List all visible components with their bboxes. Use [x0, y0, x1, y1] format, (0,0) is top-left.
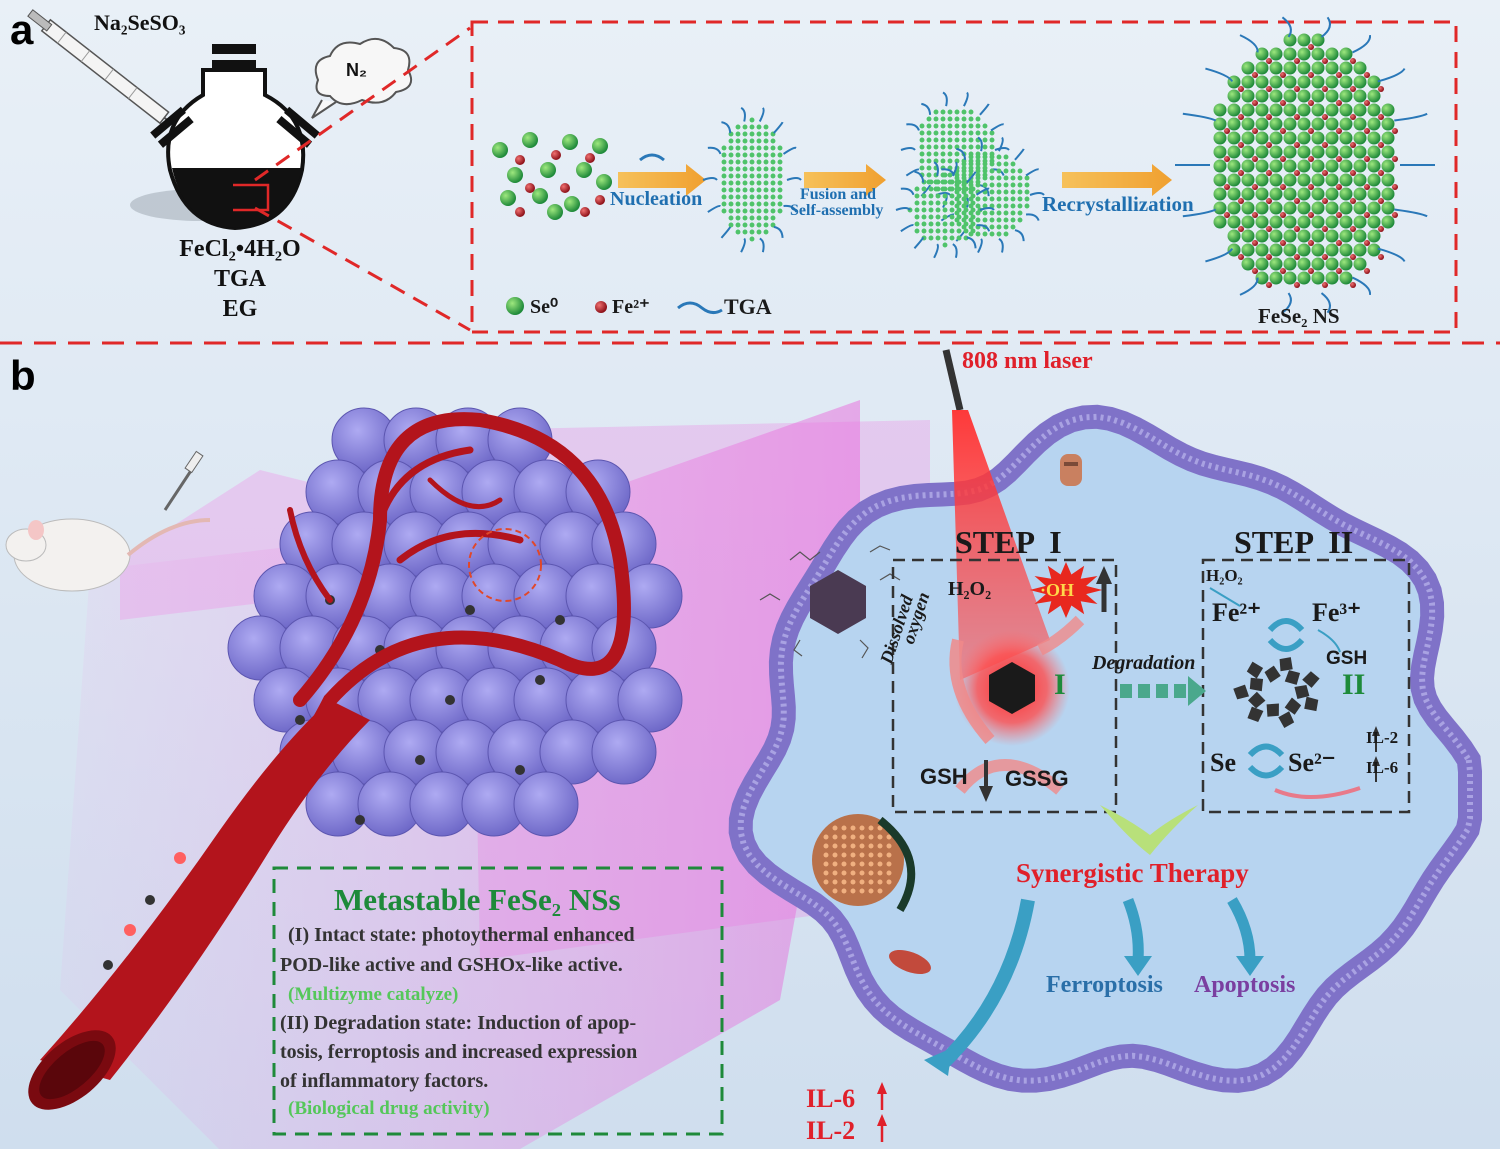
step2-roman: II: [1342, 668, 1366, 701]
info-title: Metastable FeSe₂ NSs: [334, 882, 621, 917]
apoptosis-label: Apoptosis: [1194, 972, 1296, 998]
step1-title: STEP I: [955, 524, 1062, 560]
step2-se2: Se²⁻: [1288, 748, 1336, 777]
ferroptosis-label: Ferroptosis: [1046, 972, 1163, 998]
step2-se: Se: [1210, 748, 1236, 777]
step2-title: STEP II: [1234, 524, 1354, 560]
info-line-7: (Biological drug activity): [288, 1098, 490, 1119]
info-line-4: (II) Degradation state: Induction of apo…: [280, 1012, 637, 1034]
panel-a-label: a: [10, 6, 34, 53]
flask-reagent-2: TGA: [213, 266, 266, 292]
il6-out-label: IL-6: [806, 1084, 856, 1113]
panel-b-label: b: [10, 352, 36, 399]
laser-label: 808 nm laser: [962, 348, 1093, 374]
info-line-5: tosis, ferroptosis and increased express…: [280, 1041, 638, 1063]
info-line-2: POD-like active and GSHOx-like active.: [280, 954, 623, 976]
step2-fe3: Fe³⁺: [1312, 598, 1361, 627]
step1-gsh: GSH: [920, 764, 968, 789]
step2-fe2: Fe²⁺: [1212, 598, 1261, 627]
gas-label: N₂: [346, 60, 367, 80]
info-line-6: of inflammatory factors.: [280, 1070, 489, 1092]
step1-h2o2: H₂O₂: [948, 578, 992, 600]
step2-h2o2: H₂O₂: [1206, 566, 1243, 585]
il2-out-label: IL-2: [806, 1116, 856, 1145]
legend-se: Se⁰: [530, 296, 559, 318]
step2-il6: IL-6: [1366, 758, 1399, 777]
product-label: FeSe₂ NS: [1258, 304, 1340, 328]
recrystallization-label: Recrystallization: [1042, 192, 1194, 216]
syringe-reagent: Na₂SeSO₃: [94, 10, 186, 35]
step1-roman: I: [1054, 668, 1066, 701]
step2-il2: IL-2: [1366, 728, 1399, 747]
step1-oh: ·OH: [1040, 580, 1075, 600]
info-box: Metastable FeSe₂ NSs (I) Intact state: p…: [272, 866, 722, 1134]
legend-tga: TGA: [724, 294, 772, 319]
legend-fe: Fe²⁺: [612, 296, 650, 318]
step1-gssg: GSSG: [1005, 766, 1069, 791]
degradation-label: Degradation: [1092, 652, 1196, 674]
info-line-3: (Multizyme catalyze): [288, 984, 459, 1005]
synergistic-label: Synergistic Therapy: [1016, 858, 1249, 888]
nucleation-label: Nucleation: [610, 188, 703, 210]
fusion-label-1: Fusion and: [800, 186, 877, 203]
step2-gsh: GSH: [1326, 648, 1368, 669]
flask-reagent-1: FeCl₂•4H₂O: [179, 236, 301, 262]
info-line-1: (I) Intact state: photoythermal enhanced: [288, 924, 635, 946]
fusion-label-2: Self-assembly: [790, 202, 884, 219]
flask-reagent-3: EG: [222, 296, 258, 322]
